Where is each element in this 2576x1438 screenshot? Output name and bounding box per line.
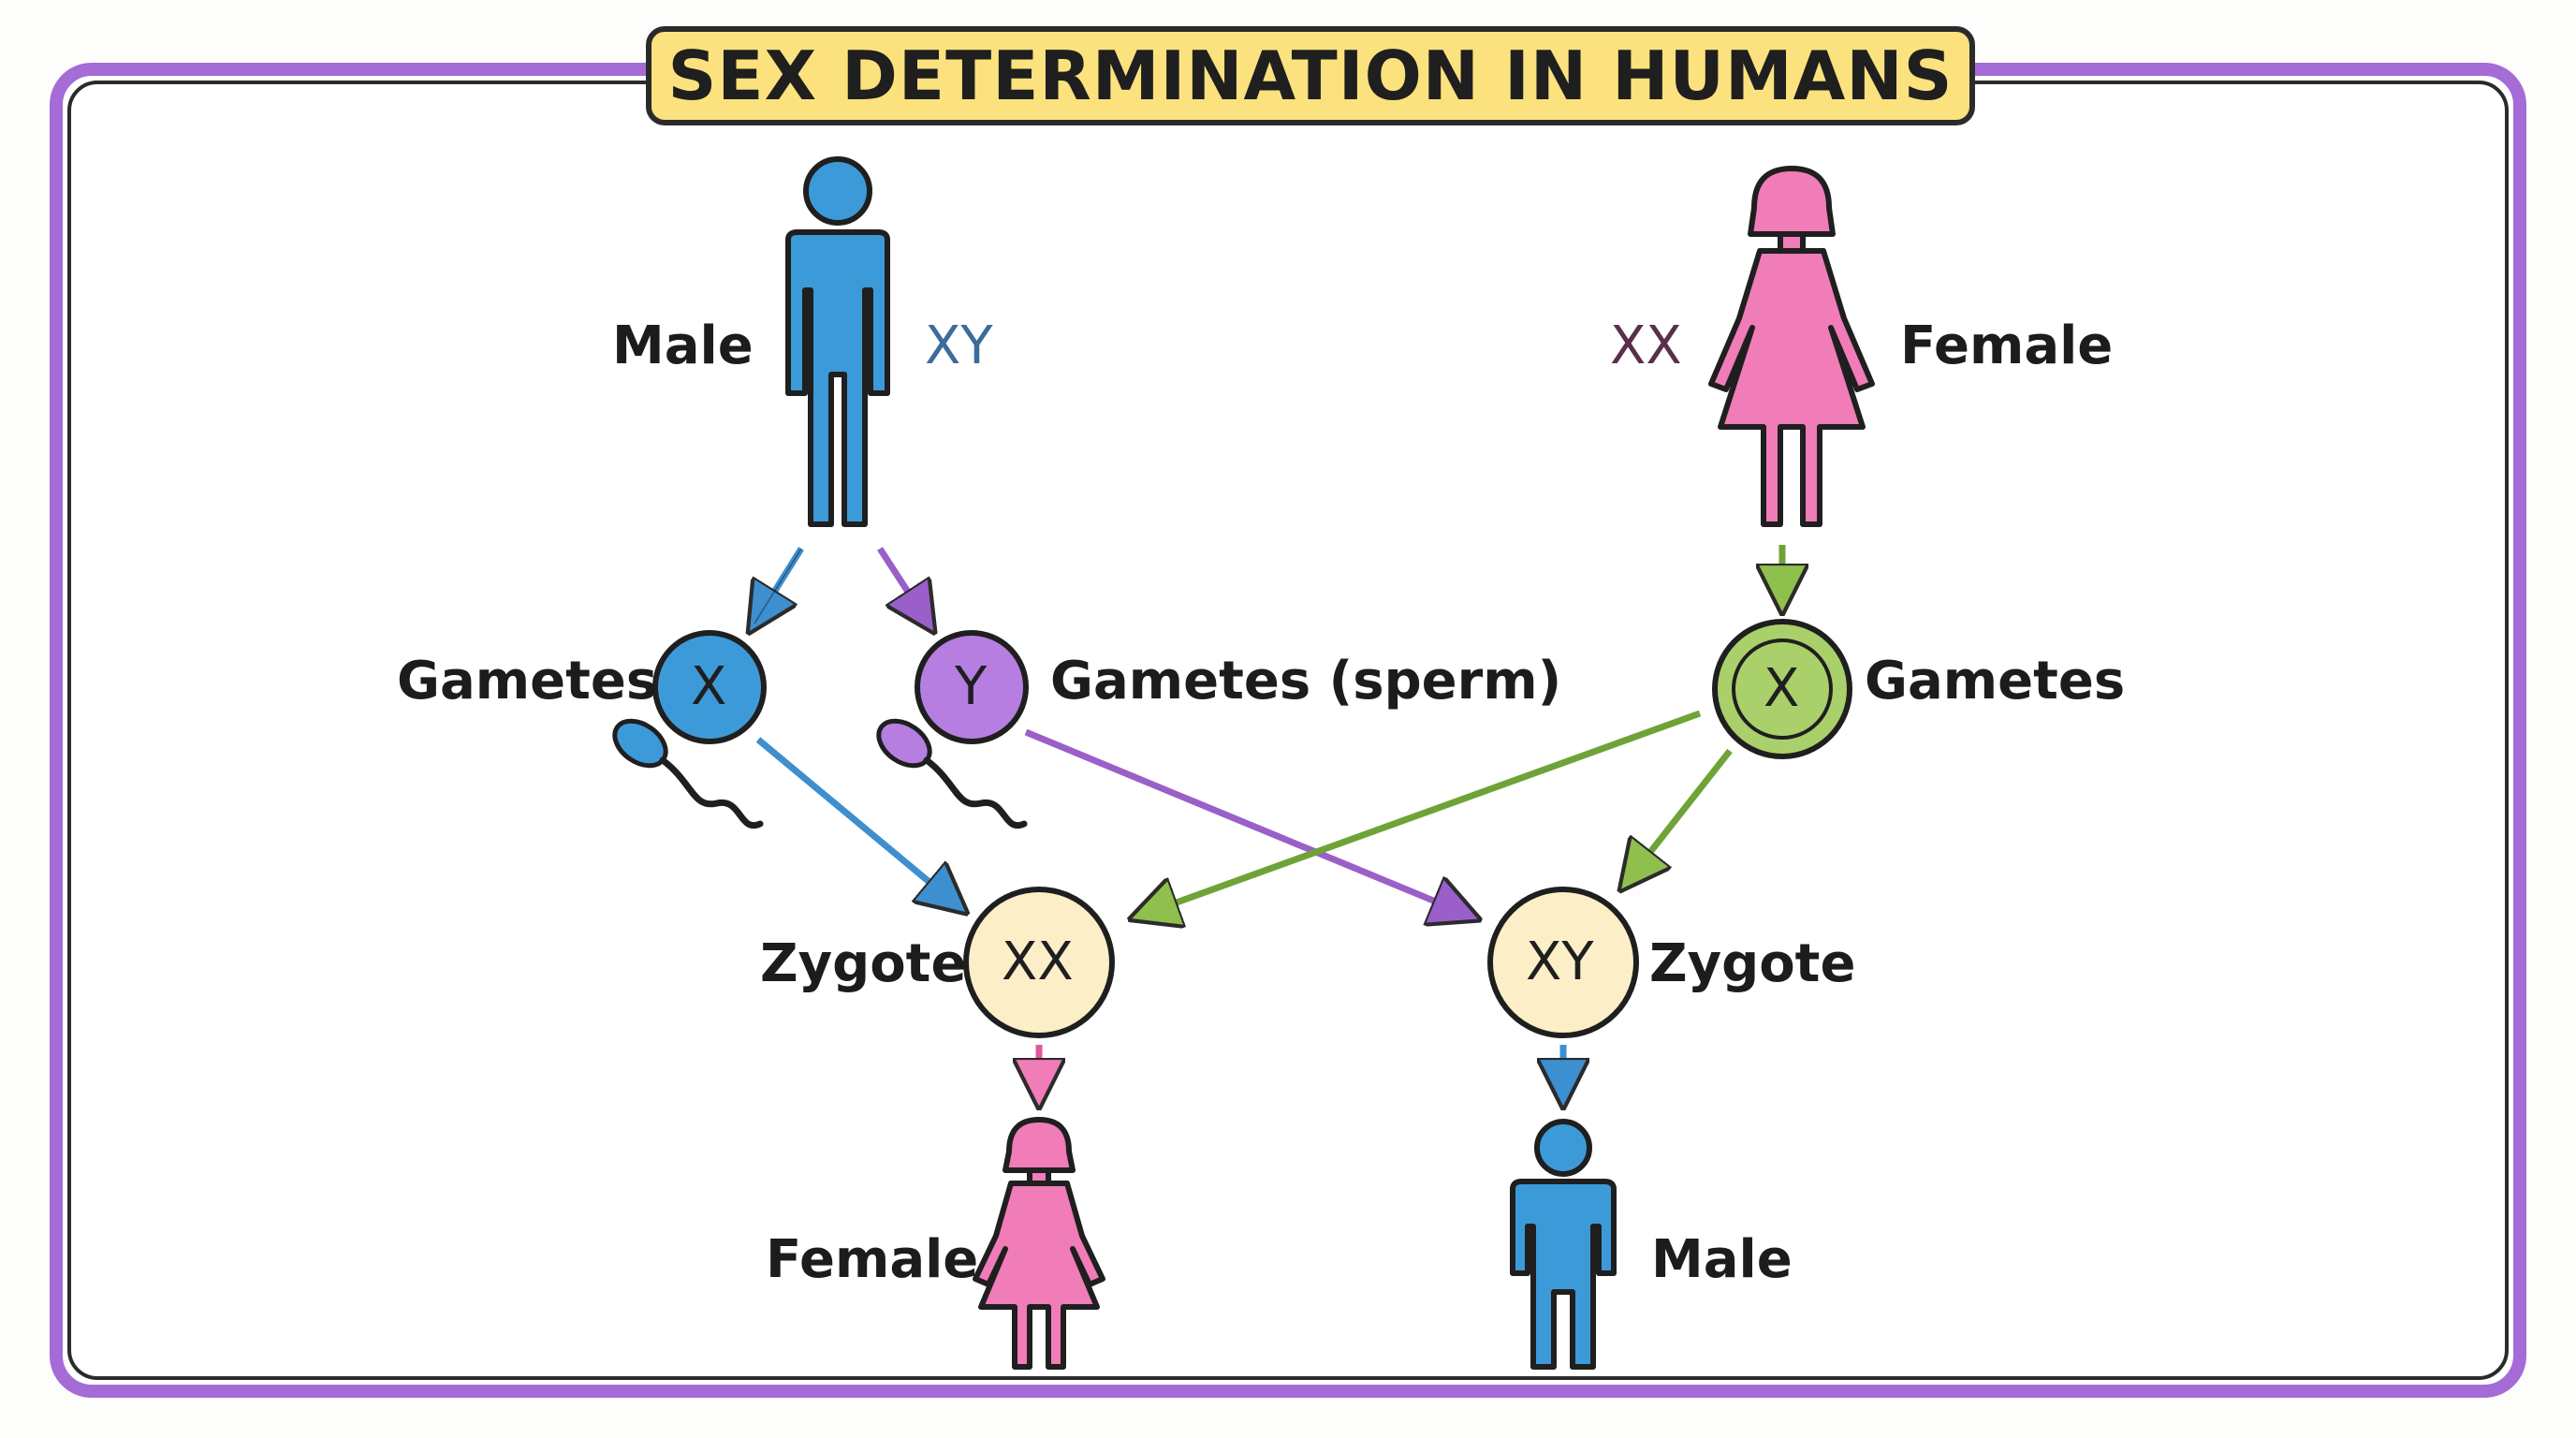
offspring-male-label: Male bbox=[1651, 1229, 1793, 1290]
offspring-male-icon bbox=[1510, 1119, 1617, 1370]
gamete-female-x-label: Gametes bbox=[1865, 651, 2126, 712]
offspring-female-icon bbox=[973, 1117, 1105, 1370]
gamete-male-y bbox=[915, 630, 1029, 744]
gamete-male-y-label: Gametes (sperm) bbox=[1050, 651, 1562, 712]
outer-frame bbox=[50, 63, 2526, 1398]
zygote-xy-label: Zygote bbox=[1649, 933, 1856, 994]
sperm-icon-y bbox=[876, 718, 1028, 829]
gamete-female-x-symbol: X bbox=[1764, 658, 1800, 719]
zygote-xy-symbol: XY bbox=[1526, 932, 1594, 992]
parent-female-label: Female bbox=[1900, 315, 2114, 376]
arrow-x-to-zygote-xx bbox=[755, 737, 959, 906]
zygote-xx bbox=[963, 887, 1115, 1038]
parent-male-chromosomes: XY bbox=[925, 315, 993, 376]
zygote-xy bbox=[1487, 887, 1639, 1038]
sperm-icon-x bbox=[612, 718, 764, 829]
parent-male-icon bbox=[785, 156, 890, 527]
parent-female-icon bbox=[1708, 166, 1875, 527]
arrow-y-to-zygote-xy bbox=[1024, 728, 1470, 916]
arrow-female-x-to-zygote-xx bbox=[1140, 710, 1702, 916]
arrow-male-to-y bbox=[877, 547, 929, 624]
offspring-female-label: Female bbox=[766, 1229, 979, 1290]
gamete-male-x bbox=[652, 630, 767, 744]
gamete-male-y-symbol: Y bbox=[955, 656, 988, 717]
gamete-male-x-label: Gametes bbox=[397, 651, 658, 712]
parent-female-chromosomes: XX bbox=[1610, 315, 1682, 376]
page-title: SEX DETERMINATION IN HUMANS bbox=[646, 26, 1975, 125]
gamete-male-x-symbol: X bbox=[691, 656, 727, 717]
zygote-xx-label: Zygote bbox=[760, 933, 967, 994]
zygote-xx-symbol: XX bbox=[1002, 932, 1074, 992]
parent-male-label: Male bbox=[612, 315, 754, 376]
arrow-female-x-to-zygote-xy bbox=[1627, 748, 1733, 882]
